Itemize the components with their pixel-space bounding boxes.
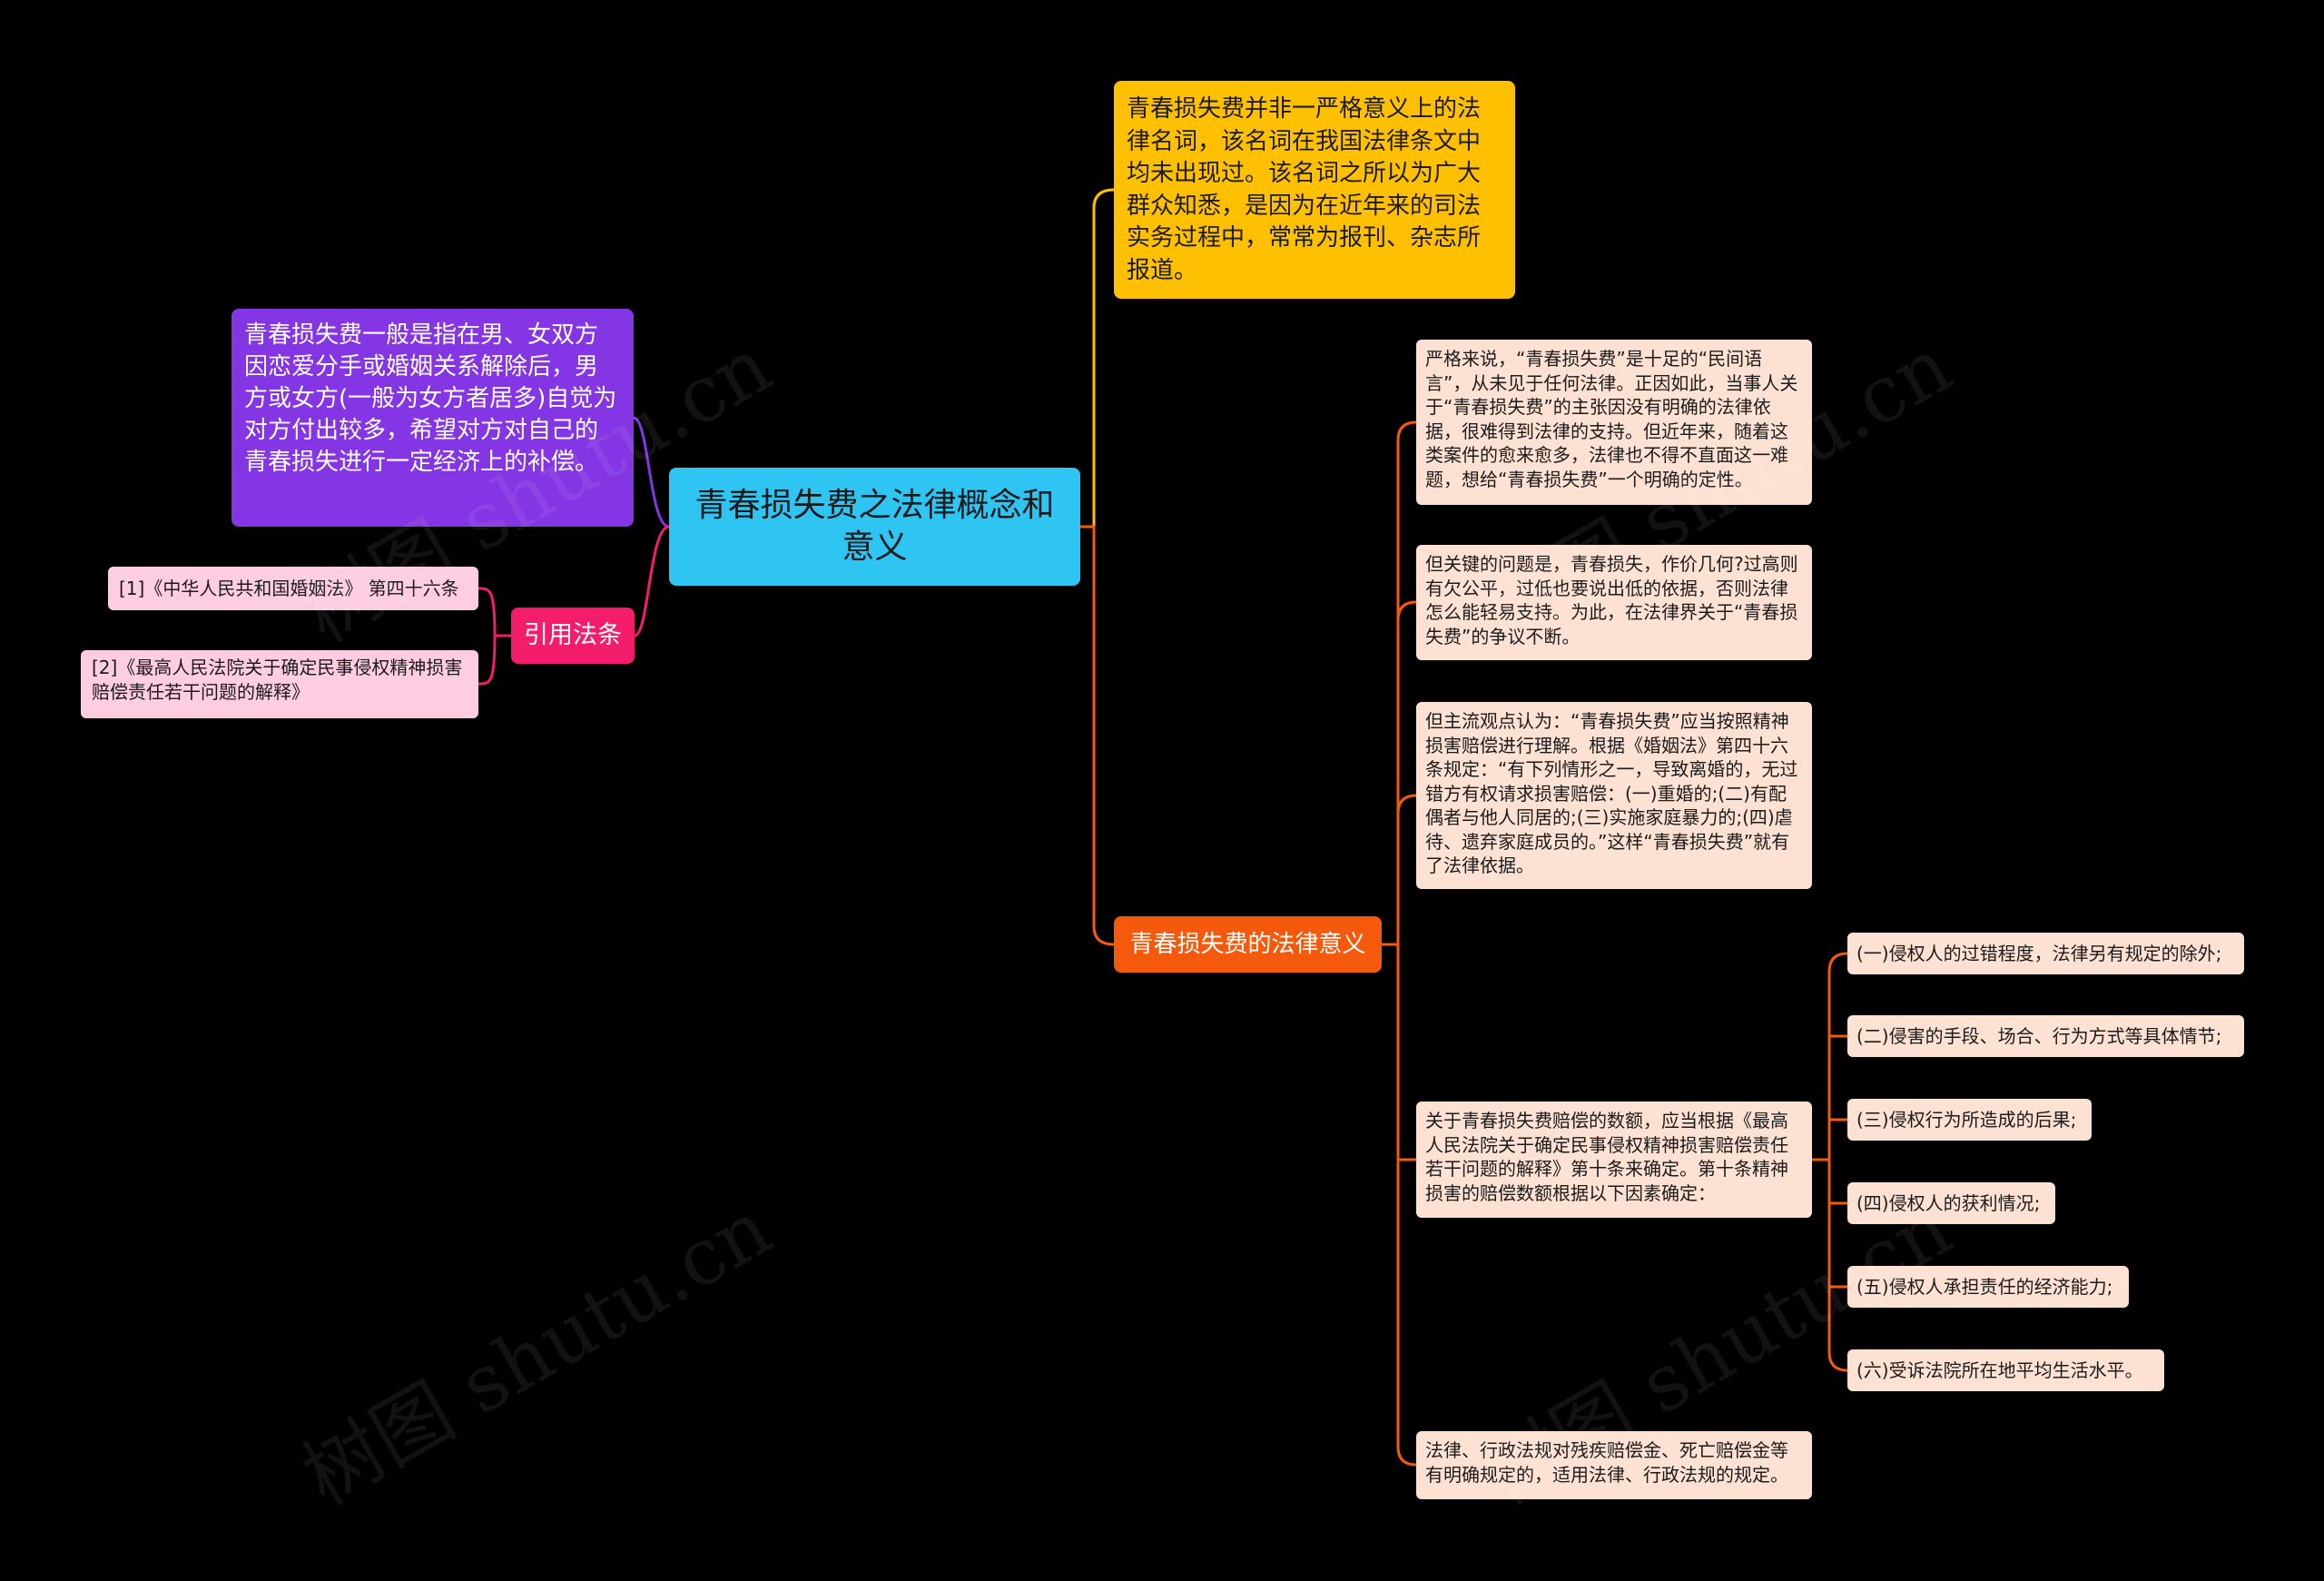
factor-text: (五)侵权人承担责任的经济能力; — [1856, 1276, 2113, 1298]
factor-item[interactable]: (二)侵害的手段、场合、行为方式等具体情节; — [1847, 1015, 2244, 1057]
factor-text: (二)侵害的手段、场合、行为方式等具体情节; — [1856, 1025, 2222, 1047]
paragraph-text: 关于青春损失费赔偿的数额，应当根据《最高人民法院关于确定民事侵权精神损害赔偿责任… — [1425, 1110, 1788, 1204]
factor-item[interactable]: (四)侵权人的获利情况; — [1847, 1182, 2055, 1224]
factor-text: (三)侵权行为所造成的后果; — [1856, 1109, 2077, 1131]
factor-text: (四)侵权人的获利情况; — [1856, 1192, 2041, 1214]
intro-text: 青春损失费并非一严格意义上的法律名词，该名词在我国法律条文中均未出现过。该名词之… — [1127, 95, 1482, 284]
definition-text: 青春损失费一般是指在男、女双方因恋爱分手或婚姻关系解除后，男方或女方(一般为女方… — [244, 321, 617, 476]
paragraph-text: 但关键的问题是，青春损失，作价几何?过高则有欠公平，过低也要说出低的依据，否则法… — [1425, 553, 1798, 647]
link-root-definition — [633, 416, 670, 529]
significance-label: 青春损失费的法律意义 — [1129, 931, 1366, 958]
factor-item[interactable]: (五)侵权人承担责任的经济能力; — [1847, 1266, 2129, 1308]
paragraph-text: 严格来说，“青春损失费”是十足的“民间语言”，从未见于任何法律。正因如此，当事人… — [1425, 348, 1798, 490]
link-citation-item2 — [478, 634, 511, 686]
significance-paragraph[interactable]: 严格来说，“青春损失费”是十足的“民间语言”，从未见于任何法律。正因如此，当事人… — [1416, 340, 1812, 505]
definition-node[interactable]: 青春损失费一般是指在男、女双方因恋爱分手或婚姻关系解除后，男方或女方(一般为女方… — [231, 309, 634, 527]
root-topic[interactable]: 青春损失费之法律概念和意义 — [669, 468, 1080, 586]
factor-item[interactable]: (六)受诉法院所在地平均生活水平。 — [1847, 1349, 2164, 1391]
significance-node[interactable]: 青春损失费的法律意义 — [1114, 916, 1382, 973]
citation-node[interactable]: 引用法条 — [511, 608, 635, 664]
citation-label: 引用法条 — [524, 621, 622, 649]
significance-paragraph[interactable]: 法律、行政法规对残疾赔偿金、死亡赔偿金等有明确规定的，适用法律、行政法规的规定。 — [1416, 1431, 1812, 1499]
factor-item[interactable]: (三)侵权行为所造成的后果; — [1847, 1099, 2092, 1141]
citation-item[interactable]: [2]《最高人民法院关于确定民事侵权精神损害赔偿责任若干问题的解释》 — [81, 650, 478, 718]
link-root-citation — [634, 525, 670, 637]
factor-item[interactable]: (一)侵权人的过错程度，法律另有规定的除外; — [1847, 933, 2244, 974]
link-root-intro — [1080, 188, 1115, 529]
citation-item[interactable]: [1]《中华人民共和国婚姻法》 第四十六条 — [108, 567, 478, 610]
citation-item-text: [2]《最高人民法院关于确定民事侵权精神损害赔偿责任若干问题的解释》 — [92, 657, 463, 703]
intro-node[interactable]: 青春损失费并非一严格意义上的法律名词，该名词在我国法律条文中均未出现过。该名词之… — [1114, 81, 1515, 299]
significance-paragraph[interactable]: 但关键的问题是，青春损失，作价几何?过高则有欠公平，过低也要说出低的依据，否则法… — [1416, 545, 1812, 660]
significance-paragraph[interactable]: 关于青春损失费赔偿的数额，应当根据《最高人民法院关于确定民事侵权精神损害赔偿责任… — [1416, 1102, 1812, 1218]
factor-text: (一)侵权人的过错程度，法律另有规定的除外; — [1856, 943, 2222, 964]
root-title: 青春损失费之法律概念和意义 — [694, 487, 1055, 566]
paragraph-text: 法律、行政法规对残疾赔偿金、死亡赔偿金等有明确规定的，适用法律、行政法规的规定。 — [1425, 1439, 1788, 1486]
link-citation-item1 — [478, 587, 511, 637]
significance-paragraph[interactable]: 但主流观点认为：“青春损失费”应当按照精神损害赔偿进行理解。根据《婚姻法》第四十… — [1416, 702, 1812, 889]
citation-item-text: [1]《中华人民共和国婚姻法》 第四十六条 — [119, 578, 459, 599]
factor-text: (六)受诉法院所在地平均生活水平。 — [1856, 1359, 2143, 1381]
link-root-significance — [1080, 525, 1115, 946]
paragraph-text: 但主流观点认为：“青春损失费”应当按照精神损害赔偿进行理解。根据《婚姻法》第四十… — [1425, 710, 1798, 876]
